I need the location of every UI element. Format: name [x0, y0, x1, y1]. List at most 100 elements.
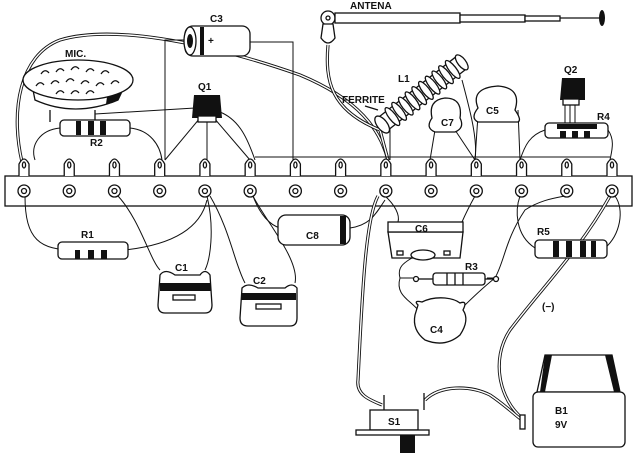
capacitor-c2: C2 [239, 276, 298, 327]
resistor-r1: R1 [57, 230, 129, 260]
strip-eyelet-center [247, 187, 254, 195]
strip-eyelet-center [201, 187, 209, 195]
strip-eyelet-center [563, 187, 570, 195]
resistor-r2: R2 [59, 119, 131, 149]
terminal-lugs [17, 158, 619, 198]
lug-hole [293, 161, 298, 169]
lug-hole [66, 161, 72, 169]
r3-label: R3 [465, 262, 478, 273]
lug-hole [338, 161, 343, 169]
lug-hole [202, 161, 208, 169]
mic-hole [85, 90, 95, 95]
b1-voltage: 9V [555, 420, 568, 431]
mic-hole [55, 90, 65, 95]
lug-hole [21, 161, 27, 169]
strip-eyelet-center [382, 187, 389, 195]
mic-label: MIC. [65, 49, 86, 60]
strip-eyelet-center [292, 187, 299, 195]
mic-hole [95, 82, 105, 87]
ferrite-arrow [364, 105, 379, 111]
coil-turn [397, 96, 414, 116]
lug-hole [564, 161, 570, 169]
coil-turns [384, 59, 461, 127]
mic-hole [65, 78, 75, 83]
mic-hole [40, 70, 50, 75]
coil-turn [444, 59, 461, 80]
lug-hole [383, 161, 389, 169]
coil-turn [411, 86, 428, 106]
capacitor-c6: C6 [387, 221, 464, 261]
switch-s1: S1 [355, 393, 430, 453]
ferrite-label: FERRITE [342, 95, 385, 106]
q2-label: Q2 [564, 65, 578, 76]
strip-eyelet-center [473, 187, 480, 195]
c2-label: C2 [253, 276, 266, 287]
strip-eyelet-center [111, 187, 118, 195]
coil-turn [438, 65, 454, 85]
strip-eyelet-center [156, 187, 163, 195]
lug-hole [112, 161, 117, 169]
c3-label: C3 [210, 14, 223, 25]
strip-eyelet-center [66, 187, 73, 195]
transistor-q2: Q2 [560, 65, 585, 106]
r2-label: R2 [90, 138, 103, 149]
coil-l1: L1 FERRITE [342, 54, 469, 134]
mic-hole [50, 80, 60, 85]
capacitor-c1: C1 [157, 263, 213, 314]
wires [15, 32, 621, 422]
coil-turn [391, 101, 408, 121]
mic-hole [70, 90, 80, 95]
strip-eyelet-center [337, 187, 344, 195]
coil-turn [404, 91, 421, 111]
transistor-q1: Q1 [192, 82, 222, 123]
coil-turn [384, 106, 401, 127]
l1-label: L1 [398, 74, 410, 85]
r1-label: R1 [81, 230, 94, 241]
battery-b1: B1 9V [519, 354, 626, 448]
s1-label: S1 [388, 417, 401, 428]
strip-eyelet-center [427, 187, 435, 195]
microphone: MIC. [22, 49, 134, 122]
coil-turn [424, 75, 441, 95]
lug-hole [519, 161, 524, 169]
r4-label: R4 [597, 112, 610, 123]
c5-label: C5 [486, 106, 499, 117]
capacitor-c4: C4 [413, 297, 467, 344]
lug-hole [157, 161, 162, 169]
coil-turn [431, 70, 448, 90]
negative-polarity-label: (−) [542, 302, 555, 313]
terminal-strip [4, 175, 633, 207]
lug-hole [609, 161, 615, 169]
mic-hole [35, 82, 45, 87]
b1-label: B1 [555, 406, 568, 417]
mic-hole [85, 68, 95, 73]
capacitor-c5: C5 [473, 85, 521, 123]
c1-label: C1 [175, 263, 188, 274]
resistor-r5: R5 [534, 227, 608, 259]
mic-hole [80, 80, 90, 85]
c4-label: C4 [430, 325, 443, 336]
antenna: ANTENA [320, 1, 605, 44]
c8-label: C8 [306, 231, 319, 242]
microphone-holes [35, 66, 120, 95]
mic-hole [70, 66, 80, 71]
strip-eyelet-center [518, 187, 525, 195]
q1-label: Q1 [198, 82, 212, 93]
resistor-r4: R4 [544, 112, 610, 139]
lug-hole [247, 161, 253, 169]
mic-hole [110, 80, 120, 85]
capacitor-c7: C7 [428, 97, 463, 133]
mic-hole [100, 70, 110, 75]
mic-hole [55, 68, 65, 73]
strip-eyelet-center [608, 187, 616, 195]
capacitor-c3: C3 + [183, 14, 251, 57]
antenna-label: ANTENA [350, 1, 392, 12]
coil-turn [417, 80, 434, 100]
strip-eyelet-center [20, 187, 28, 195]
lug-hole [428, 161, 434, 169]
c6-label: C6 [415, 224, 428, 235]
c3-polarity: + [208, 36, 214, 47]
r5-label: R5 [537, 227, 550, 238]
resistor-r3: R3 [412, 262, 500, 286]
